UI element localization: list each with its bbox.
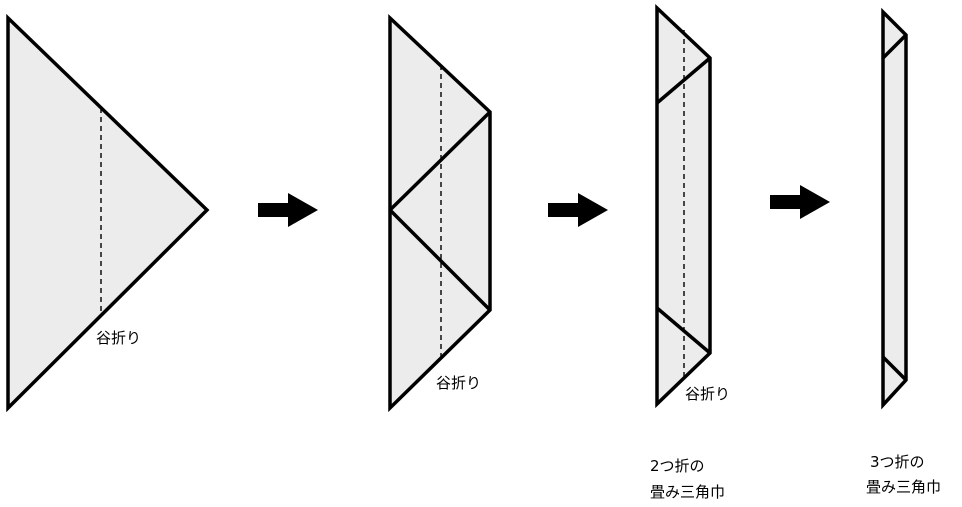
- step-3-folded-strip: 谷折り 2つ折の 畳み三角巾: [650, 3, 730, 501]
- step-4-caption-line1: 3つ折の: [870, 453, 925, 471]
- fold-edge-upper: [655, 56, 712, 105]
- right-arrow-icon: [258, 193, 318, 227]
- step-4-caption-line2: 畳み三角巾: [866, 478, 941, 496]
- triangle-paper: [6, 13, 210, 413]
- step-1-fold-label: 谷折り: [96, 329, 141, 347]
- step-4-folded-strip: 3つ折の 畳み三角巾: [866, 7, 941, 496]
- fold-edge-lower: [388, 208, 492, 312]
- fold-edge-upper: [881, 33, 908, 60]
- step-3-fold-label: 谷折り: [685, 385, 730, 403]
- right-arrow-icon: [548, 193, 608, 227]
- right-arrow-icon: [770, 185, 830, 219]
- fold-edge-upper: [388, 110, 492, 212]
- step-3-caption-line1: 2つ折の: [650, 457, 705, 475]
- step-1-triangle: 谷折り: [6, 13, 210, 413]
- fold-edge-lower: [881, 355, 908, 382]
- step-3-caption-line2: 畳み三角巾: [650, 483, 725, 501]
- step-2-folded-shape: 谷折り: [388, 13, 492, 413]
- step-2-fold-label: 谷折り: [436, 374, 481, 392]
- folded-paper: [388, 13, 492, 413]
- folded-paper: [881, 7, 908, 410]
